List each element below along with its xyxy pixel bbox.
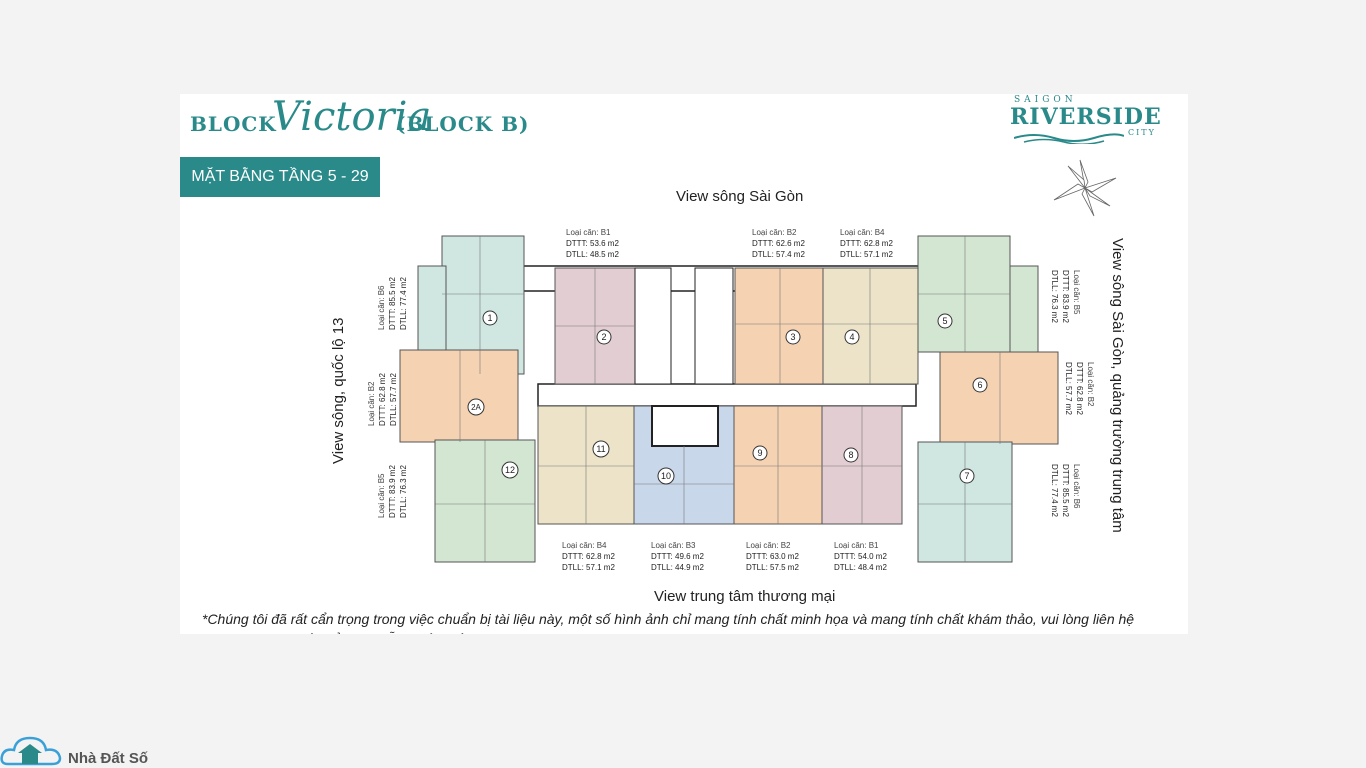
wave-icon	[1014, 133, 1124, 144]
utility-shaft	[634, 267, 672, 385]
svg-text:1: 1	[487, 313, 492, 323]
unit-label-5: 5	[937, 313, 953, 329]
unit-label-3: 3	[785, 329, 801, 345]
svg-text:12: 12	[505, 465, 515, 475]
floor-plan-sheet: BLOCK Victoria (BLOCK B) MẶT BẰNG TẦNG 5…	[180, 94, 1188, 634]
unit-label-4: 4	[844, 329, 860, 345]
unit-6[interactable]	[939, 351, 1059, 445]
svg-text:10: 10	[661, 471, 671, 481]
floor-plan-title: MẶT BẰNG TẦNG 5 - 29	[180, 157, 380, 197]
block-word: BLOCK	[190, 112, 277, 136]
unit-1-wing	[417, 265, 447, 353]
corridor	[537, 383, 917, 407]
svg-text:11: 11	[596, 444, 605, 454]
unit-label-12: 12	[501, 461, 519, 479]
svg-text:7: 7	[964, 471, 969, 481]
unit-5-wing	[1009, 265, 1039, 353]
block-code: (BLOCK B)	[396, 112, 530, 136]
svg-text:4: 4	[849, 332, 854, 342]
unit-3[interactable]	[734, 267, 824, 385]
unit-label-11: 11	[592, 440, 610, 458]
svg-text:2: 2	[601, 332, 606, 342]
brand-name: Nhà Đất Số	[68, 750, 149, 767]
unit-label-2a: 2A	[467, 398, 485, 416]
unit-label-7: 7	[959, 468, 975, 484]
unit-label-2: 2	[596, 329, 612, 345]
svg-text:8: 8	[848, 450, 853, 460]
view-right: View sông Sài Gòn, quảng trường trung tâ…	[1109, 238, 1126, 533]
view-left: View sông, quốc lộ 13	[330, 317, 347, 465]
brand-watermark: Nhà Đất Số	[0, 730, 170, 768]
unit-label-9: 9	[752, 445, 768, 461]
svg-text:3: 3	[790, 332, 795, 342]
view-top: View sông Sài Gòn	[676, 188, 804, 205]
unit-4[interactable]	[822, 267, 919, 385]
floor-plan: 1 2 2A 3 4 5 6 7 8 9 10 11 12	[399, 235, 1059, 563]
svg-text:2A: 2A	[471, 403, 481, 412]
view-bottom: View trung tâm thương mại	[654, 588, 836, 605]
stair-core-top	[694, 267, 734, 385]
disclaimer-text: *Chúng tôi đã rất cẩn trọng trong việc c…	[202, 611, 1135, 634]
svg-text:9: 9	[757, 448, 762, 458]
unit-label-10: 10	[657, 467, 675, 485]
unit-label-1: 1	[482, 310, 498, 326]
svg-text:5: 5	[942, 316, 947, 326]
block-name: Victoria	[272, 94, 432, 140]
unit-label-6: 6	[972, 377, 988, 393]
compass-icon	[1053, 159, 1117, 217]
stair-core-bottom	[651, 405, 719, 447]
unit-2a[interactable]	[399, 349, 519, 443]
unit-label-8: 8	[843, 447, 859, 463]
saigon-riverside-logo: SAIGON RIVERSIDE CITY	[1010, 94, 1161, 144]
cloud-house-icon	[0, 736, 62, 766]
svg-text:6: 6	[977, 380, 982, 390]
